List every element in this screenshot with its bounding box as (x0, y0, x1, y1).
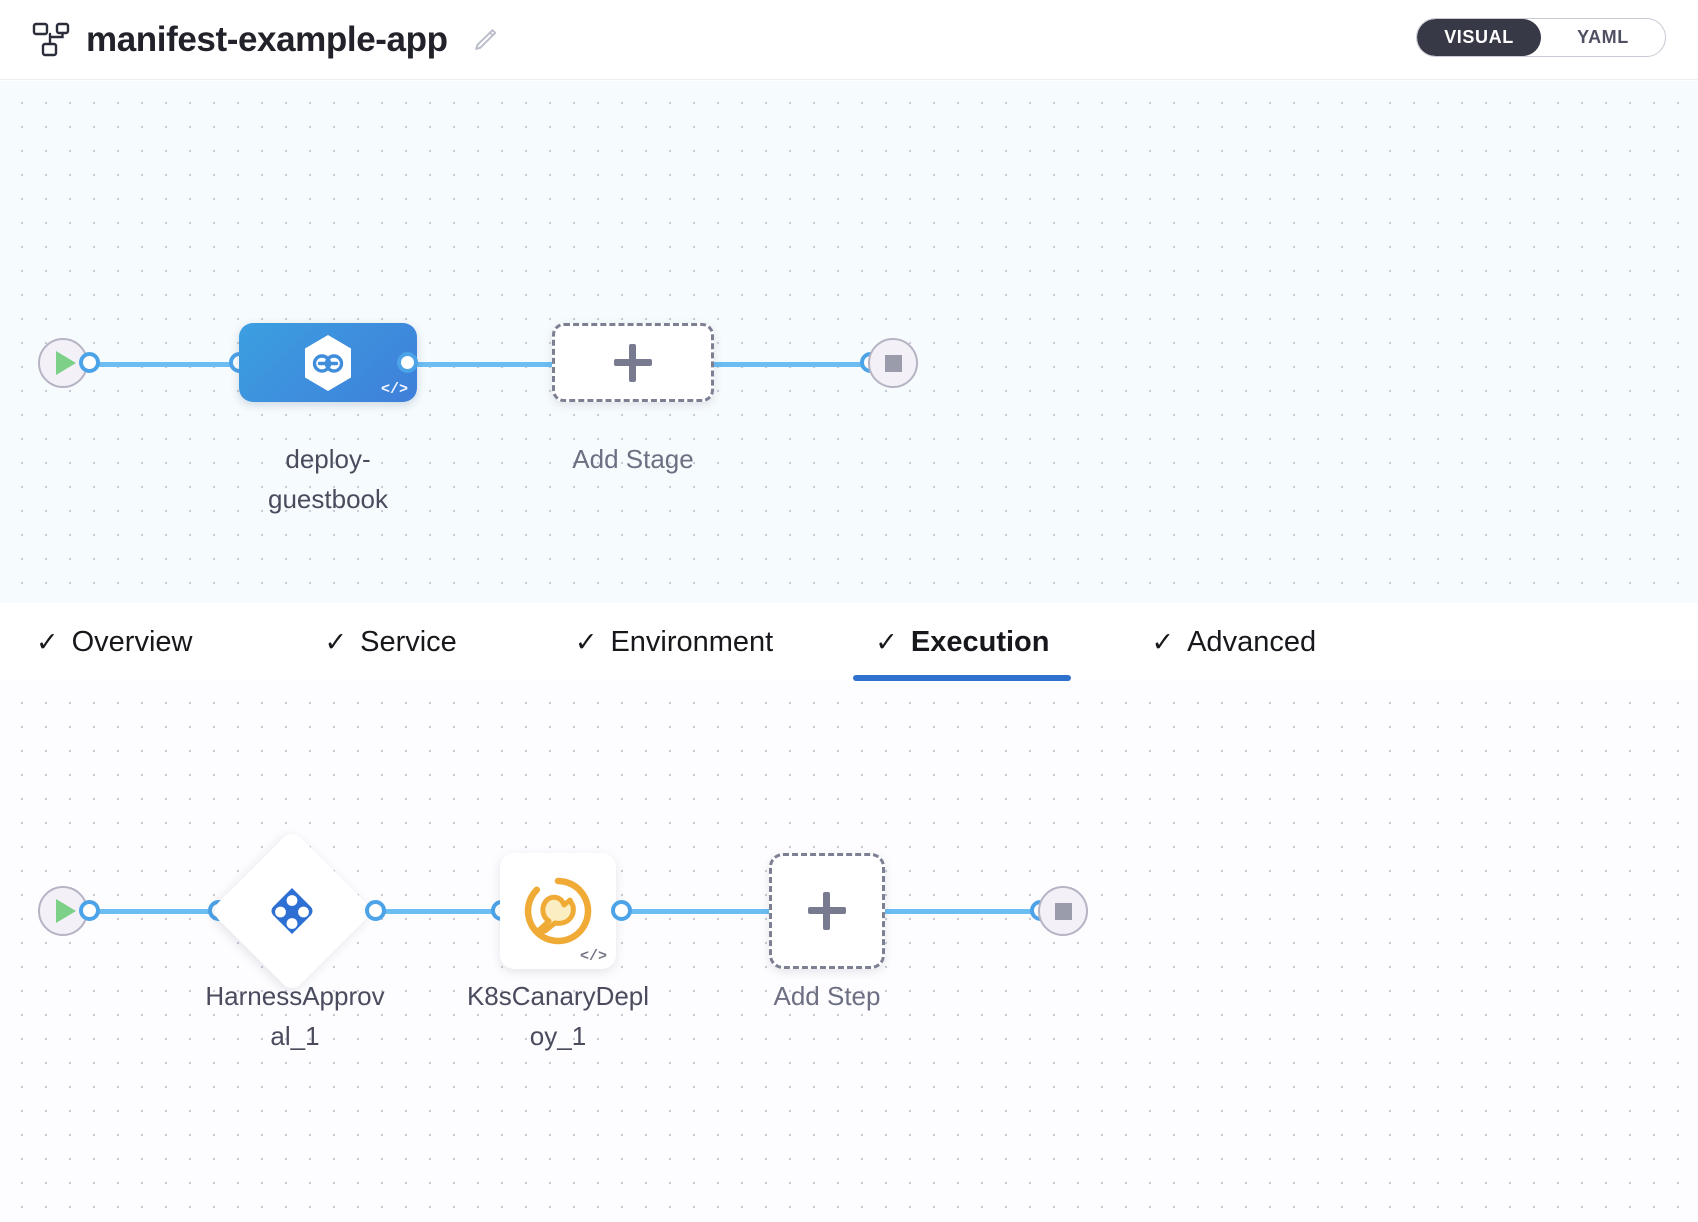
connector-start-out[interactable] (79, 352, 100, 373)
tab-execution-label: Execution (910, 625, 1050, 658)
check-icon: ✓ (574, 626, 598, 657)
tab-service-label: Service (360, 625, 457, 658)
plus-icon (808, 892, 846, 930)
check-icon: ✓ (1151, 626, 1175, 657)
stage-graph-canvas[interactable]: </> deploy- guestbook Add Stage (0, 81, 1698, 603)
exec-end-node (1038, 886, 1088, 936)
stage-yaml-badge[interactable]: </> (380, 381, 408, 398)
edge-stage-to-add (400, 362, 580, 367)
toggle-visual[interactable]: VISUAL (1417, 19, 1541, 56)
connector-canary-out[interactable] (611, 900, 632, 921)
edge-approval-to-canary (355, 909, 520, 914)
edge-start-to-approval (72, 909, 237, 914)
tab-overview-label: Overview (71, 625, 193, 658)
tab-advanced-label: Advanced (1187, 625, 1317, 658)
pencil-edit-icon[interactable] (470, 25, 500, 55)
edge-add-to-end (880, 909, 1050, 914)
toggle-yaml[interactable]: YAML (1577, 27, 1629, 47)
stop-icon (1054, 902, 1072, 920)
tab-environment[interactable]: ✓ Environment (553, 603, 795, 681)
tab-service[interactable]: ✓ Service (302, 603, 478, 681)
check-icon: ✓ (36, 626, 59, 657)
edge-add-to-end (700, 362, 890, 367)
play-icon (56, 899, 76, 923)
stage-node-label: deploy- guestbook (268, 444, 388, 515)
check-icon: ✓ (324, 626, 348, 657)
plus-icon (614, 343, 652, 382)
play-icon (56, 351, 76, 375)
edge-canary-to-add (628, 909, 788, 914)
execution-graph-canvas[interactable]: HarnessApprov al_1 </> K8sCanaryDepl oy_… (0, 681, 1698, 1222)
connector-approval-out[interactable] (365, 900, 386, 921)
tab-environment-label: Environment (610, 625, 774, 658)
step-label-k8s-canary-deploy: K8sCanaryDepl oy_1 (466, 981, 650, 1052)
connector-exec-start-out[interactable] (79, 900, 100, 921)
tab-overview[interactable]: ✓ Overview (14, 603, 214, 681)
step-node-harness-approval[interactable] (209, 828, 375, 994)
check-icon: ✓ (875, 626, 898, 657)
step-yaml-badge[interactable]: </> (579, 948, 607, 965)
tab-execution[interactable]: ✓ Execution (853, 603, 1072, 681)
harness-cd-hexagon-icon (305, 334, 351, 391)
edge-start-to-stage (72, 362, 252, 367)
view-mode-toggle[interactable]: VISUAL YAML (1416, 18, 1666, 57)
stage-end-node (868, 338, 918, 388)
stage-node-deploy-guestbook[interactable]: </> (239, 323, 417, 402)
add-step-label: Add Step (773, 981, 881, 1011)
page-title: manifest-example-app (86, 19, 448, 59)
add-stage-button[interactable] (552, 323, 714, 402)
pipeline-hierarchy-icon (30, 19, 72, 61)
add-step-button[interactable] (769, 853, 885, 969)
canary-bird-icon (524, 877, 592, 945)
stop-icon (884, 354, 902, 372)
connector-stage-out[interactable] (397, 352, 418, 373)
step-node-k8s-canary-deploy[interactable]: </> (500, 853, 616, 969)
step-label-harness-approval: HarnessApprov al_1 (205, 981, 385, 1052)
tab-advanced[interactable]: ✓ Advanced (1129, 603, 1338, 681)
app-header: manifest-example-app VISUAL YAML (0, 0, 1698, 80)
add-stage-label: Add Stage (572, 444, 694, 474)
stage-tabbar[interactable]: ✓ Overview ✓ Service ✓ Environment ✓ Exe… (0, 603, 1698, 681)
